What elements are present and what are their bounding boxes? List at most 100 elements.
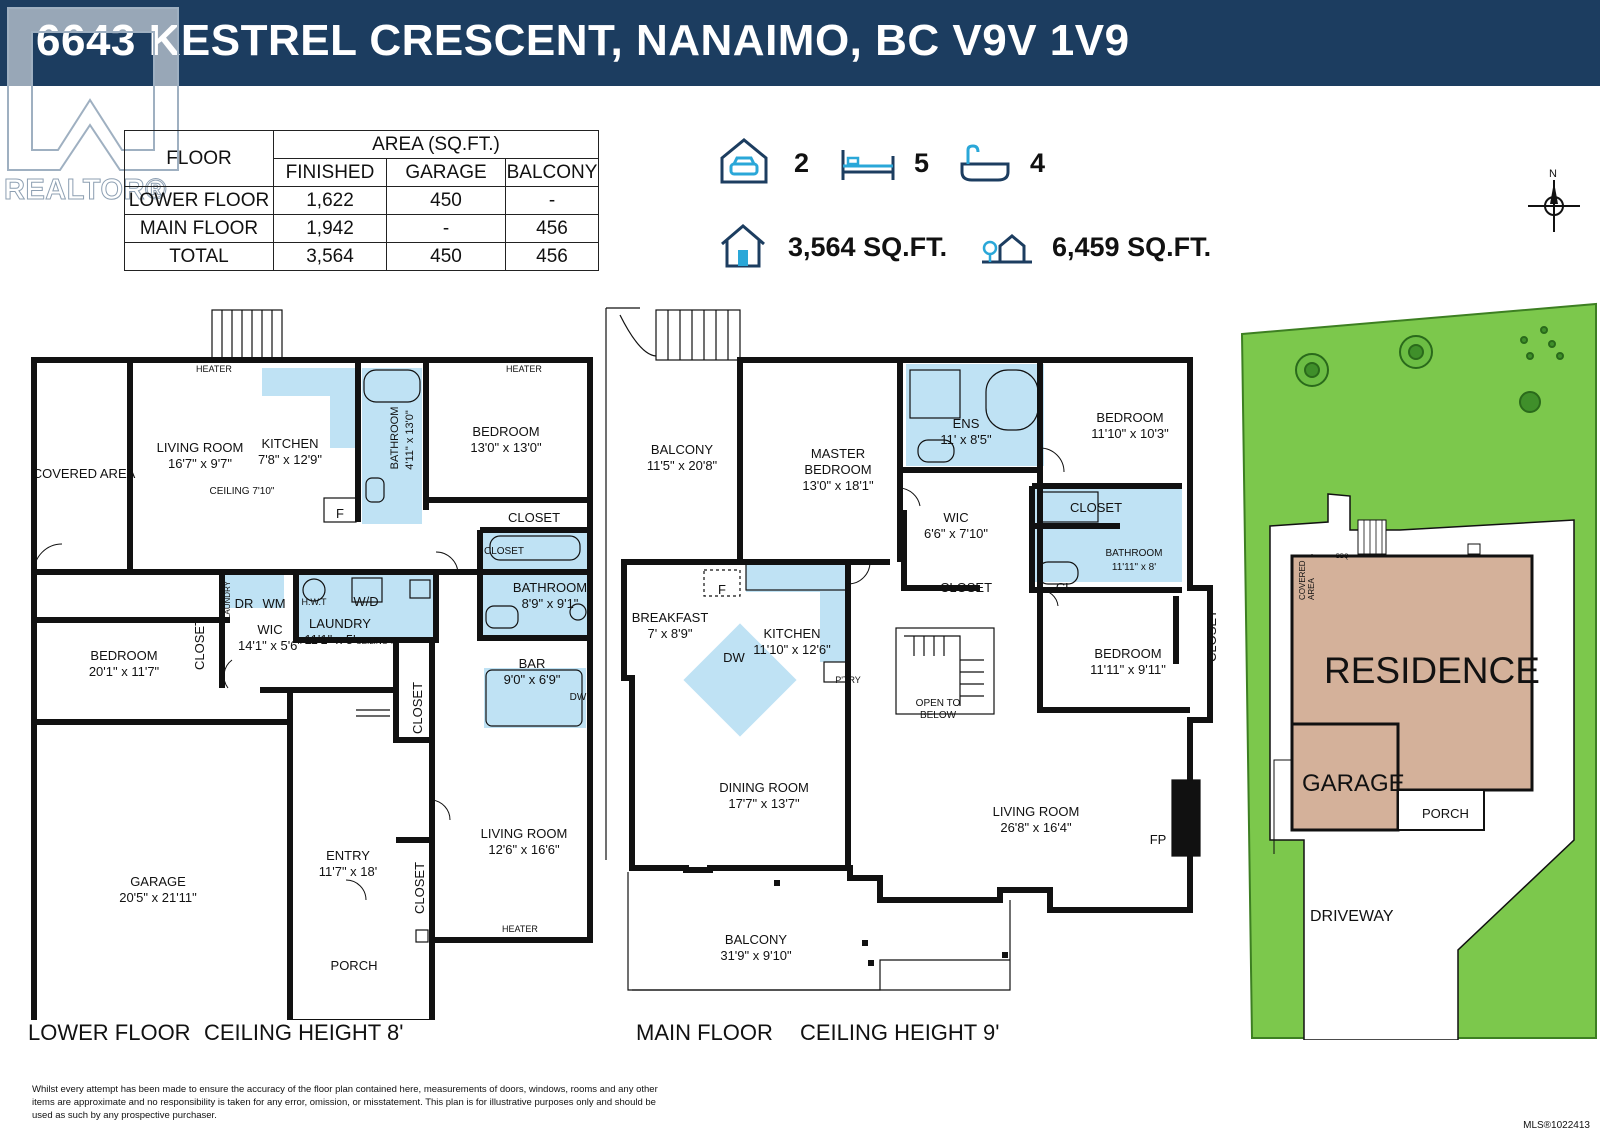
dw-label: DW	[569, 692, 587, 703]
room-label: LIVING ROOM	[156, 440, 244, 455]
room-dim: 20'5" x 21'11"	[119, 890, 197, 905]
bed-icon	[841, 150, 895, 180]
compass-north: N	[1549, 168, 1557, 180]
laundry-tag: LAUNDRY	[223, 580, 232, 620]
room-dim: 11'11" x 8'	[1111, 562, 1157, 573]
room-dim: 7' x 8'9"	[647, 626, 693, 641]
site-porch-label: PORCH	[1422, 806, 1469, 821]
room-label: PORCH	[330, 958, 378, 973]
room-label: WIC	[943, 510, 969, 525]
site-plan	[1240, 302, 1597, 1040]
room-dim: 13'0" x 18'1"	[802, 478, 874, 493]
room-dim: 6'6" x 7'10"	[923, 526, 989, 541]
table-row: TOTAL 3,564 450 456	[124, 242, 599, 271]
room-label: BALCONY	[724, 932, 788, 947]
room-label: BEDROOM	[472, 424, 540, 439]
heater-label: HEATER	[196, 364, 232, 374]
col-garage: GARAGE	[386, 158, 506, 187]
house-icon	[721, 224, 765, 268]
row-floor: MAIN FLOOR	[124, 214, 274, 243]
closet-label: CLOSET	[1069, 500, 1123, 515]
pantry-label: P'TRY	[835, 675, 861, 685]
room-dim: 8'9" x 9'1"	[521, 596, 579, 611]
room-dim: 11'10" x 10'3"	[1091, 426, 1169, 441]
room-dim: 17'7" x 13'7"	[728, 796, 800, 811]
room-label: BEDROOM	[90, 648, 158, 663]
closet-label: CLOSET	[192, 617, 207, 671]
room-label: BAR	[518, 656, 546, 671]
room-note: CEILING 7'	[355, 637, 397, 646]
closet-label: CLOSET	[410, 681, 425, 735]
row-finished: 1,942	[273, 214, 387, 243]
room-label: ENS	[952, 416, 980, 431]
col-finished: FINISHED	[273, 158, 387, 187]
room-dim: 7'8" x 12'9"	[257, 452, 323, 467]
room-label: ENTRY	[326, 848, 370, 863]
room-dim: 20'1" x 11'7"	[88, 664, 160, 679]
room-dim: 13'0" x 13'0"	[470, 440, 542, 455]
area-table: FLOOR AREA (SQ.FT.) FINISHED GARAGE BALC…	[124, 130, 599, 271]
room-dim: 11'10" x 12'6"	[753, 642, 831, 657]
row-garage: -	[386, 214, 506, 243]
lower-floor-label: LOWER FLOOR	[28, 1020, 191, 1045]
row-floor: LOWER FLOOR	[124, 186, 274, 215]
row-balcony: -	[505, 186, 599, 215]
room-dim: 4'11" x 13'0"	[404, 410, 416, 470]
room-label: BATHROOM	[1105, 548, 1163, 559]
floor-header: FLOOR	[124, 130, 274, 187]
closet-label: CLOSET	[412, 861, 427, 915]
bedroom-count: 5	[914, 148, 930, 178]
closet-label: CLOSET	[483, 546, 525, 557]
heater-label: HEATER	[502, 924, 538, 934]
row-balcony: 456	[505, 214, 599, 243]
lower-floor-ceiling: CEILING HEIGHT 8'	[204, 1020, 404, 1045]
open-below-label: OPEN TO BELOW	[915, 698, 961, 721]
washer-label: WM	[262, 596, 286, 611]
house-area: 3,564 SQ.FT.	[788, 232, 948, 262]
room-label: BATHROOM	[512, 580, 588, 595]
room-label: DINING ROOM	[719, 780, 809, 795]
driveway-label: DRIVEWAY	[1310, 908, 1394, 925]
garage-car-icon	[720, 138, 768, 184]
bbq-label: BBQ	[1336, 554, 1349, 560]
hwt-label: H.W.T	[301, 597, 327, 607]
fireplace-label: FP	[1149, 832, 1167, 847]
garage-count: 2	[794, 148, 810, 178]
room-dim: 26'8" x 16'4"	[1000, 820, 1072, 835]
room-dim: 11' x 8'5"	[940, 432, 992, 447]
room-label: BEDROOM	[1094, 646, 1162, 661]
wd-label: W/D	[353, 594, 379, 609]
room-label: KITCHEN	[763, 626, 821, 641]
dryer-label: DR	[234, 596, 254, 611]
compass-icon	[1528, 180, 1580, 232]
row-balcony: 456	[505, 242, 599, 271]
lot-icon	[982, 234, 1032, 264]
row-finished: 1,622	[273, 186, 387, 215]
main-floor-label: MAIN FLOOR	[636, 1020, 773, 1045]
closet-label: CLOSET	[1204, 609, 1219, 663]
col-balcony: BALCONY	[505, 158, 599, 187]
room-label: GARAGE	[130, 874, 186, 889]
row-finished: 3,564	[273, 242, 387, 271]
row-garage: 450	[386, 186, 506, 215]
table-row: MAIN FLOOR 1,942 - 456	[124, 214, 599, 243]
closet-label: CLOSET	[507, 510, 561, 525]
room-dim: 11'11" x 9'11"	[1090, 662, 1166, 677]
room-dim: 12'6" x 16'6"	[488, 842, 560, 857]
room-note: CEILING 7'10"	[209, 486, 275, 497]
room-label: BALCONY	[650, 442, 714, 457]
dw-label: DW	[723, 650, 745, 665]
bathtub-icon	[960, 144, 1010, 182]
room-dim: 14'1" x 5'6"	[237, 638, 303, 653]
fridge-label: F	[336, 506, 344, 521]
lot-area: 6,459 SQ.FT.	[1052, 232, 1212, 262]
table-row: LOWER FLOOR 1,622 450 -	[124, 186, 599, 215]
lower-floor-plan	[31, 309, 593, 1020]
room-label: LIVING ROOM	[480, 826, 568, 841]
main-floor-plan	[605, 307, 1213, 991]
page-title: 6643 KESTREL CRESCENT, NANAIMO, BC V9V 1…	[36, 16, 1130, 65]
bathroom-count: 4	[1030, 148, 1046, 178]
room-dim: 31'9" x 9'10"	[720, 948, 792, 963]
row-floor: TOTAL	[124, 242, 274, 271]
heater-label: HEATER	[506, 364, 542, 374]
